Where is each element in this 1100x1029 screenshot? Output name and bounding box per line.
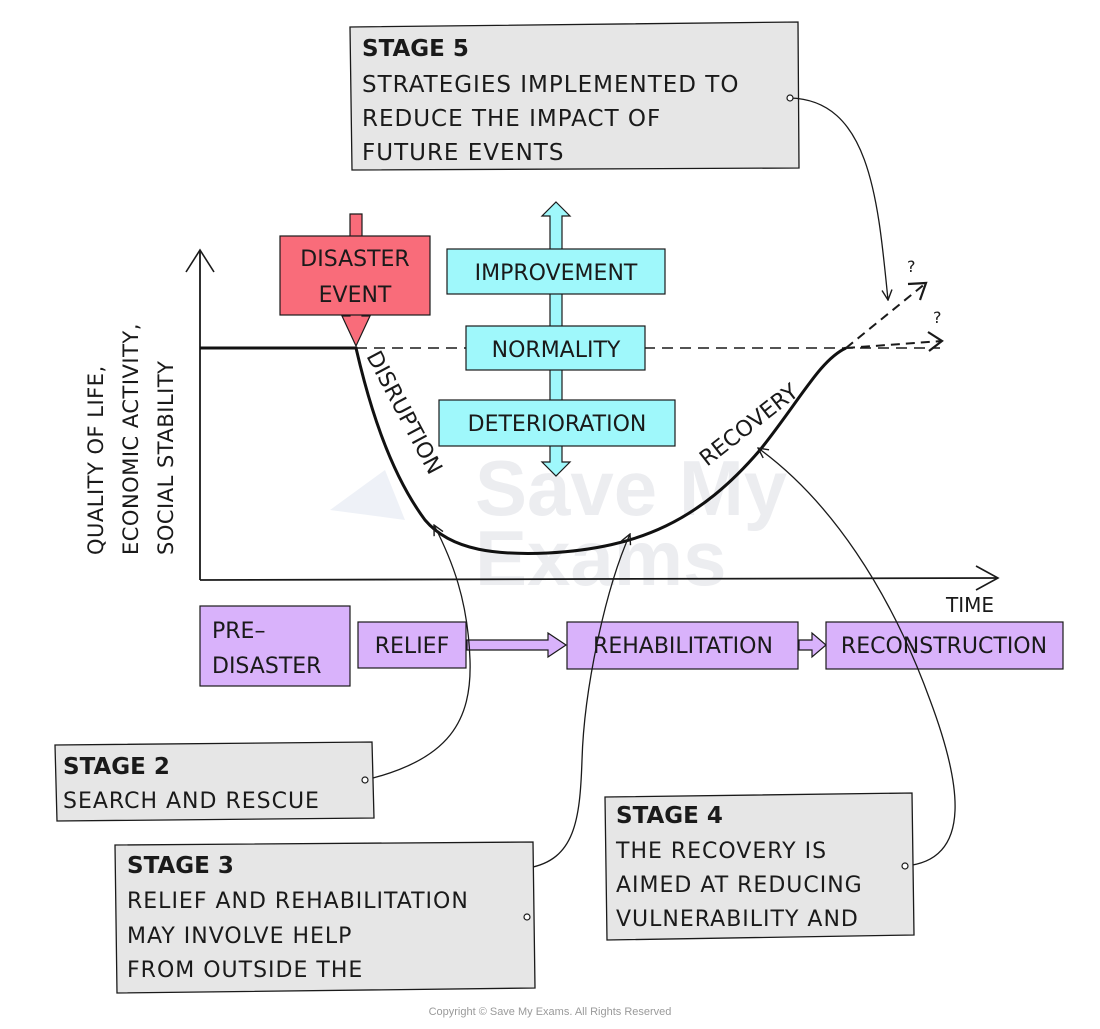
stage3-connector [527,534,630,869]
stage5-line-3: FUTURE EVENTS [362,140,564,166]
x-axis-arrowhead [975,565,1000,591]
deterioration-label: DETERIORATION [468,412,647,437]
relief-label: RELIEF [375,634,450,659]
rehabilitation-box: REHABILITATION [566,621,799,670]
pre-disaster-box: PRE– DISASTER [199,605,351,687]
outcome-arrow-up [845,282,927,349]
stage2-box: STAGE 2 SEARCH AND RESCUE [54,741,375,822]
outcome-arrow-up-head [907,281,928,301]
deterioration-box: DETERIORATION [438,399,676,447]
x-axis [199,577,999,581]
stage5-connector [789,97,888,300]
outcome-arrow-level [845,340,943,349]
stage5-line-1: STRATEGIES IMPLEMENTED TO [362,72,739,98]
disaster-event: DISASTER EVENT [279,213,431,348]
stage2-title: STAGE 2 [63,754,170,780]
stage3-title: STAGE 3 [127,853,234,879]
stage3-line-3: FROM OUTSIDE THE [127,958,363,983]
y-axis-label-line-2: ECONOMIC ACTIVITY, [119,323,143,555]
y-axis-label-line-3: SOCIAL STABILITY [154,361,178,556]
stage4-line-1: THE RECOVERY IS [615,839,827,864]
outcome-arrow-level-head [927,331,944,352]
watermark-line-1: Save My [475,444,787,532]
relief-box: RELIEF [357,621,467,669]
rehabilitation-to-reconstruction-arrow [798,631,827,659]
stage2-line-1: SEARCH AND RESCUE [63,789,320,814]
stage4-box: STAGE 4 THE RECOVERY IS AIMED AT REDUCIN… [604,792,915,941]
outcome-mark-2: ? [933,308,942,327]
stage3-line-1: RELIEF AND REHABILITATION [127,889,469,914]
relief-to-rehabilitation-arrow [466,631,568,659]
normality-box: NORMALITY [465,325,646,371]
stage3-line-2: MAY INVOLVE HELP [127,924,352,949]
rehabilitation-label: REHABILITATION [593,634,773,659]
improvement-box: IMPROVEMENT [446,248,666,295]
stage5-box: STAGE 5 STRATEGIES IMPLEMENTED TO REDUCE… [349,21,800,171]
pre-disaster-line-2: DISASTER [212,654,321,679]
x-axis-label: TIME [945,593,994,617]
outcome-mark-1: ? [907,257,916,276]
stage4-title: STAGE 4 [616,803,723,829]
watermark: Save My Exams [330,444,787,602]
stage4-connector [758,448,956,867]
axes: TIME QUALITY OF LIFE, ECONOMIC ACTIVITY,… [84,248,1000,617]
y-axis-label-line-1: QUALITY OF LIFE, [84,365,108,555]
reconstruction-box: RECONSTRUCTION [825,621,1064,670]
disaster-event-line-2: EVENT [319,283,392,308]
copyright-text: Copyright © Save My Exams. All Rights Re… [429,1006,672,1018]
disaster-event-line-1: DISASTER [300,247,409,272]
pre-disaster-line-1: PRE– [212,619,265,644]
disaster-event-box [279,235,431,316]
stage2-connector [364,525,471,781]
stage4-line-2: AIMED AT REDUCING [616,873,863,898]
normality-label: NORMALITY [492,338,621,363]
stage3-box: STAGE 3 RELIEF AND REHABILITATION MAY IN… [114,841,536,994]
stage5-title: STAGE 5 [362,36,469,62]
improvement-label: IMPROVEMENT [475,261,638,286]
watermark-line-2: Exams [475,514,727,602]
outcome-branches: ? ? [845,257,944,352]
y-axis-arrowhead [185,248,215,273]
reconstruction-label: RECONSTRUCTION [841,634,1047,659]
disaster-curve [200,346,847,555]
stage4-line-3: VULNERABILITY AND [616,907,859,932]
stage5-line-2: REDUCE THE IMPACT OF [362,106,661,132]
